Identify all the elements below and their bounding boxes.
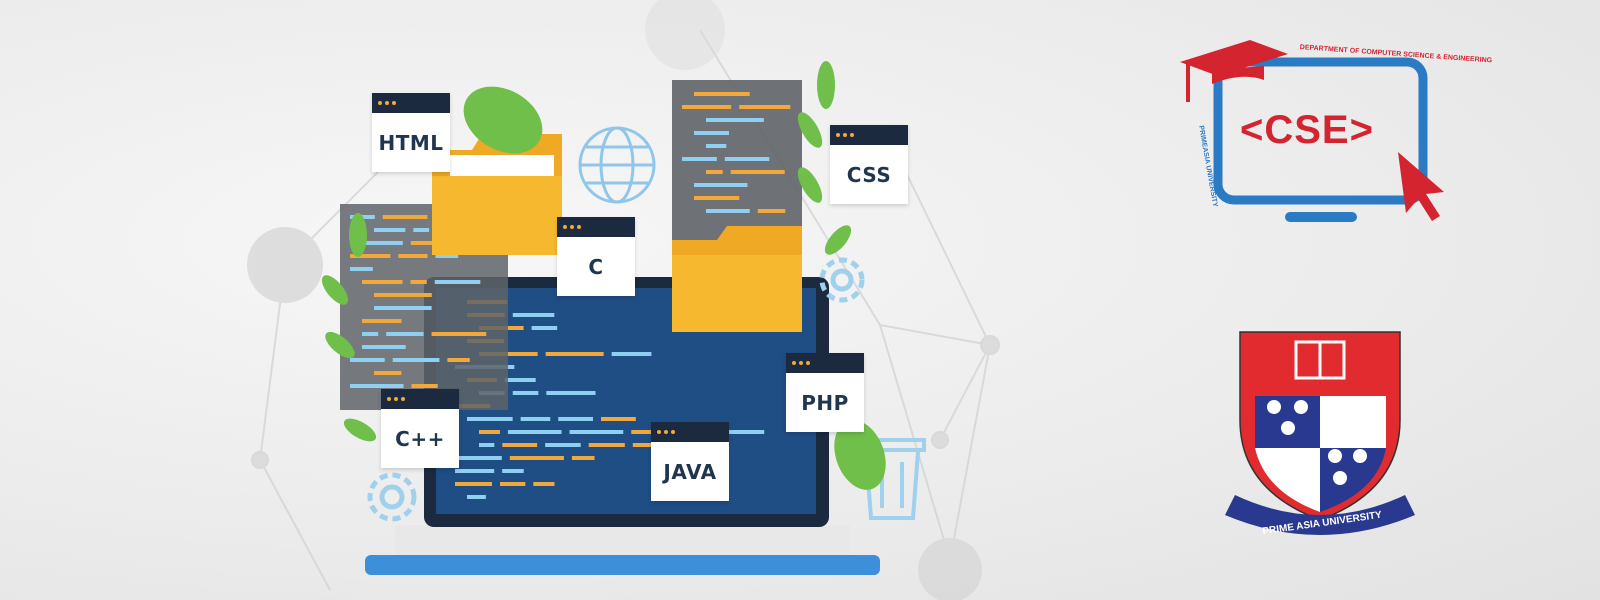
card-label: HTML bbox=[378, 130, 444, 155]
code-line bbox=[706, 170, 723, 174]
code-line bbox=[724, 157, 770, 161]
c-card: C bbox=[557, 217, 635, 296]
globe-icon bbox=[578, 126, 656, 204]
code-line bbox=[546, 391, 596, 395]
code-line bbox=[694, 92, 750, 96]
code-line bbox=[374, 306, 432, 310]
university-crest bbox=[1225, 331, 1415, 535]
code-line bbox=[455, 456, 502, 460]
laptop-base bbox=[395, 525, 850, 560]
code-line bbox=[350, 254, 391, 258]
code-line bbox=[410, 280, 427, 284]
code-line bbox=[512, 391, 539, 395]
code-line bbox=[558, 417, 594, 421]
code-line bbox=[718, 430, 765, 434]
code-line bbox=[545, 443, 581, 447]
code-line bbox=[467, 495, 486, 499]
window-bar bbox=[557, 217, 635, 237]
code-line bbox=[757, 209, 786, 213]
code-line bbox=[730, 170, 785, 174]
code-line bbox=[467, 417, 513, 421]
code-line bbox=[350, 267, 373, 271]
cpp-card: C++ bbox=[381, 389, 459, 468]
code-line bbox=[682, 105, 732, 109]
gear-icon bbox=[367, 257, 865, 522]
code-line bbox=[434, 280, 481, 284]
java-card: JAVA bbox=[651, 422, 729, 501]
code-line bbox=[569, 430, 624, 434]
code-line bbox=[706, 144, 727, 148]
card-label: CSS bbox=[846, 162, 892, 187]
folder-icon bbox=[432, 134, 562, 255]
code-line bbox=[694, 131, 730, 135]
code-line bbox=[706, 209, 750, 213]
window-bar bbox=[372, 93, 450, 113]
code-line bbox=[455, 469, 495, 473]
code-line bbox=[374, 293, 432, 297]
window-bar bbox=[786, 353, 864, 373]
card-label: C++ bbox=[395, 426, 445, 451]
code-line bbox=[410, 241, 442, 245]
card-label: PHP bbox=[801, 390, 849, 415]
code-line bbox=[362, 345, 406, 349]
window-bar bbox=[651, 422, 729, 442]
code-line bbox=[509, 456, 564, 460]
php-card: PHP bbox=[786, 353, 864, 432]
code-line bbox=[571, 456, 595, 460]
code-line bbox=[706, 118, 764, 122]
code-line bbox=[545, 352, 604, 356]
code-line bbox=[504, 378, 536, 382]
code-line bbox=[362, 319, 402, 323]
window-bar bbox=[830, 125, 908, 145]
code-line bbox=[386, 332, 424, 336]
code-line bbox=[392, 358, 440, 362]
code-line bbox=[374, 228, 406, 232]
code-line bbox=[507, 430, 562, 434]
leaf-decoration bbox=[321, 61, 886, 490]
code-line bbox=[611, 352, 652, 356]
code-line bbox=[362, 332, 379, 336]
code-line bbox=[682, 157, 717, 161]
folder-icon bbox=[672, 226, 802, 332]
code-line bbox=[588, 443, 625, 447]
code-line bbox=[601, 417, 636, 421]
code-line bbox=[350, 358, 385, 362]
code-line bbox=[533, 482, 555, 486]
code-line bbox=[694, 196, 740, 200]
code-line bbox=[499, 482, 526, 486]
right-panel-code-lines bbox=[682, 92, 791, 213]
code-line bbox=[350, 384, 404, 388]
code-line bbox=[739, 105, 791, 109]
html-card: HTML bbox=[372, 93, 450, 172]
code-line bbox=[382, 215, 428, 219]
code-line bbox=[374, 371, 402, 375]
code-line bbox=[479, 352, 538, 356]
code-line bbox=[350, 241, 403, 245]
code-line bbox=[398, 254, 428, 258]
code-line bbox=[455, 482, 492, 486]
code-line bbox=[413, 228, 430, 232]
code-line bbox=[411, 384, 438, 388]
code-line bbox=[502, 469, 524, 473]
code-line bbox=[531, 326, 558, 330]
cse-logo-title: <CSE> bbox=[1240, 108, 1374, 152]
css-card: CSS bbox=[830, 125, 908, 204]
laptop-stand-bar bbox=[365, 555, 880, 575]
window-bar bbox=[381, 389, 459, 409]
code-line bbox=[479, 430, 500, 434]
code-line bbox=[694, 183, 748, 187]
card-label: C bbox=[588, 254, 604, 279]
card-label: JAVA bbox=[663, 459, 717, 484]
code-line bbox=[362, 280, 403, 284]
code-line bbox=[435, 254, 459, 258]
network-background bbox=[247, 0, 1000, 600]
code-line bbox=[502, 443, 538, 447]
code-line bbox=[520, 417, 551, 421]
cse-department-logo bbox=[1180, 40, 1444, 222]
code-line bbox=[512, 313, 555, 317]
code-line bbox=[431, 332, 487, 336]
code-line bbox=[479, 443, 495, 447]
code-line bbox=[447, 358, 470, 362]
